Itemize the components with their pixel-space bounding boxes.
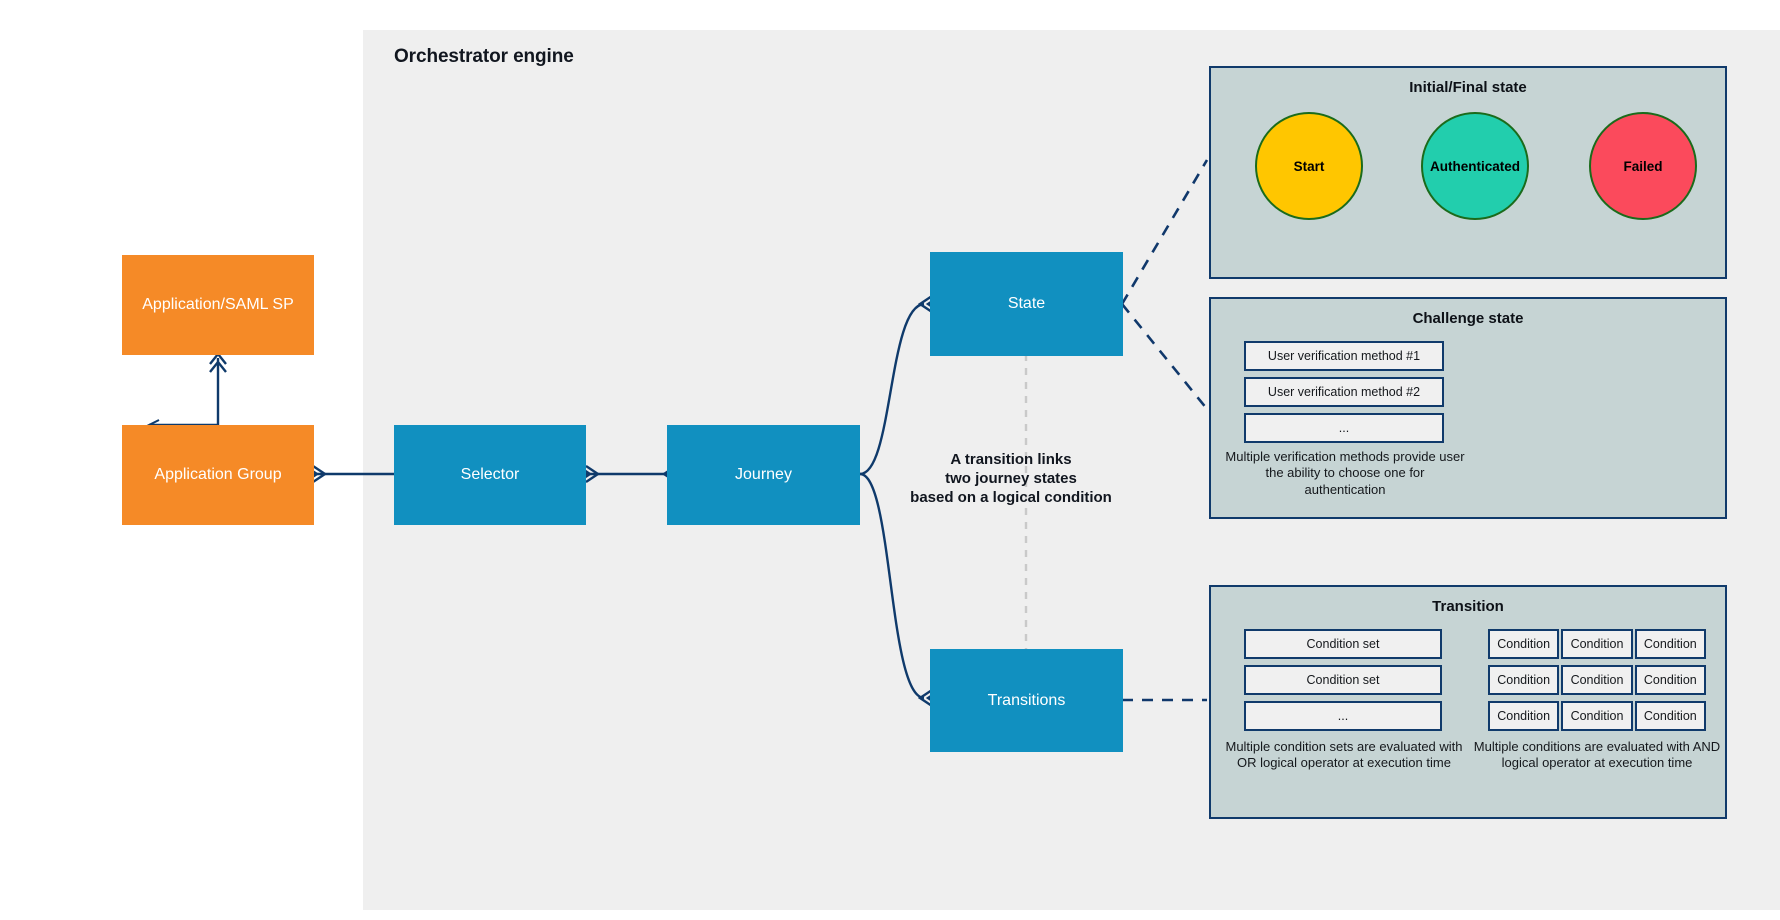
item-label: User verification method #1 — [1267, 349, 1421, 363]
cell-label: Condition — [1570, 673, 1624, 687]
condition-set-caption: Multiple condition sets are evaluated wi… — [1225, 739, 1463, 771]
item-label: ... — [1338, 421, 1350, 435]
transition-description-note: A transition links two journey states ba… — [880, 450, 1142, 508]
state-circle-authenticated[interactable]: Authenticated — [1421, 112, 1529, 220]
condition-cell[interactable]: Condition — [1488, 701, 1560, 731]
condition-row: Condition Condition Condition — [1488, 701, 1706, 731]
state-circle-failed[interactable]: Failed — [1589, 112, 1697, 220]
condition-cell[interactable]: Condition — [1561, 629, 1633, 659]
verification-method-item[interactable]: User verification method #2 — [1244, 377, 1444, 407]
transition-note-line-3: based on a logical condition — [910, 489, 1112, 507]
transition-note-line-1: A transition links — [950, 451, 1072, 468]
connector-appgroup-to-samlsp — [149, 352, 227, 425]
cell-label: Condition — [1643, 637, 1697, 651]
cell-label: Condition — [1643, 673, 1697, 687]
condition-row: Condition Condition Condition — [1488, 665, 1706, 695]
cell-label: Condition — [1497, 637, 1551, 651]
node-label: Application/SAML SP — [142, 296, 294, 314]
condition-set-item[interactable]: ... — [1244, 701, 1442, 731]
node-journey[interactable]: Journey — [667, 425, 860, 525]
cell-label: Condition — [1497, 709, 1551, 723]
node-label: Selector — [460, 466, 520, 484]
panel-title: Initial/Final state — [1409, 79, 1527, 96]
condition-set-list: Condition set Condition set ... — [1244, 629, 1442, 737]
node-selector[interactable]: Selector — [394, 425, 586, 525]
node-state[interactable]: State — [930, 252, 1123, 356]
node-application-group[interactable]: Application Group — [122, 425, 314, 525]
condition-cell[interactable]: Condition — [1561, 701, 1633, 731]
condition-cell[interactable]: Condition — [1488, 629, 1560, 659]
node-application-saml-sp[interactable]: Application/SAML SP — [122, 255, 314, 355]
cell-label: Condition — [1570, 709, 1624, 723]
condition-cell[interactable]: Condition — [1634, 701, 1706, 731]
condition-grid-caption: Multiple conditions are evaluated with A… — [1473, 739, 1721, 771]
cell-label: Condition — [1570, 637, 1624, 651]
condition-set-item[interactable]: Condition set — [1244, 629, 1442, 659]
node-transitions[interactable]: Transitions — [930, 649, 1123, 752]
state-circle-start[interactable]: Start — [1255, 112, 1363, 220]
node-label: State — [1007, 295, 1046, 313]
condition-cell[interactable]: Condition — [1561, 665, 1633, 695]
verification-method-item[interactable]: ... — [1244, 413, 1444, 443]
condition-set-item[interactable]: Condition set — [1244, 665, 1442, 695]
item-label: Condition set — [1306, 637, 1380, 651]
condition-cell[interactable]: Condition — [1634, 665, 1706, 695]
node-label: Journey — [735, 466, 792, 484]
orchestrator-engine-title: Orchestrator engine — [394, 46, 574, 67]
state-circle-label: Authenticated — [1429, 158, 1520, 174]
item-label: User verification method #2 — [1267, 385, 1421, 399]
item-label: Condition set — [1306, 673, 1380, 687]
state-circle-label: Start — [1293, 158, 1325, 174]
panel-title: Challenge state — [1412, 310, 1524, 327]
condition-grid: Condition Condition Condition Condition … — [1488, 629, 1706, 737]
verification-method-list: User verification method #1 User verific… — [1244, 341, 1444, 449]
verification-method-item[interactable]: User verification method #1 — [1244, 341, 1444, 371]
condition-row: Condition Condition Condition — [1488, 629, 1706, 659]
panel-title: Transition — [1432, 598, 1504, 615]
state-circle-label: Failed — [1623, 158, 1663, 174]
cell-label: Condition — [1643, 709, 1697, 723]
node-label: Transitions — [987, 691, 1066, 709]
condition-cell[interactable]: Condition — [1488, 665, 1560, 695]
condition-cell[interactable]: Condition — [1634, 629, 1706, 659]
panel-challenge-state: Challenge state User verification method… — [1209, 297, 1727, 519]
node-label: Application Group — [154, 466, 282, 484]
transition-note-line-2: two journey states — [945, 470, 1077, 488]
cell-label: Condition — [1497, 673, 1551, 687]
panel-initial-final-state: Initial/Final state Start Authenticated … — [1209, 66, 1727, 279]
item-label: ... — [1337, 709, 1349, 723]
challenge-caption: Multiple verification methods provide us… — [1225, 449, 1465, 497]
panel-transition: Transition Condition set Condition set .… — [1209, 585, 1727, 819]
